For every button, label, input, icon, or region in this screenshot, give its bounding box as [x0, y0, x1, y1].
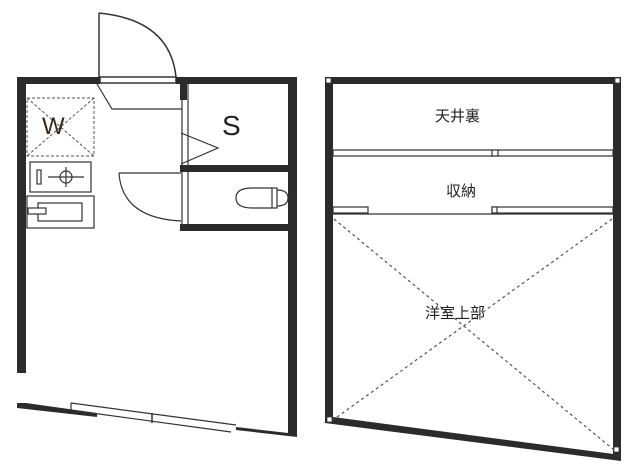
outer-walls: [17, 77, 297, 435]
sink: [26, 195, 95, 229]
washer-label: W: [42, 113, 65, 140]
storage-label: S: [222, 110, 241, 141]
entrance-door: [98, 12, 177, 84]
storage-door: [180, 132, 220, 165]
washer-space: [26, 97, 95, 157]
attic-label: 天井裏: [435, 107, 481, 125]
loft-corner-posts: [325, 77, 621, 453]
first-floor-plan: [17, 12, 297, 437]
attic-divider: [332, 149, 614, 157]
interior-walls: [180, 84, 293, 231]
toilet-door: [118, 172, 182, 222]
partition-lines: [96, 83, 189, 224]
closet-sliding-doors: [332, 206, 614, 215]
bottom-wall-window: [17, 402, 297, 437]
void-area: [332, 218, 615, 451]
loft-walls: [325, 77, 621, 461]
closet-label: 収納: [446, 182, 477, 200]
loft-plan: [325, 77, 621, 461]
toilet-fixture: [235, 187, 289, 209]
stove: [29, 161, 92, 193]
room-above-label: 洋室上部: [425, 304, 486, 322]
